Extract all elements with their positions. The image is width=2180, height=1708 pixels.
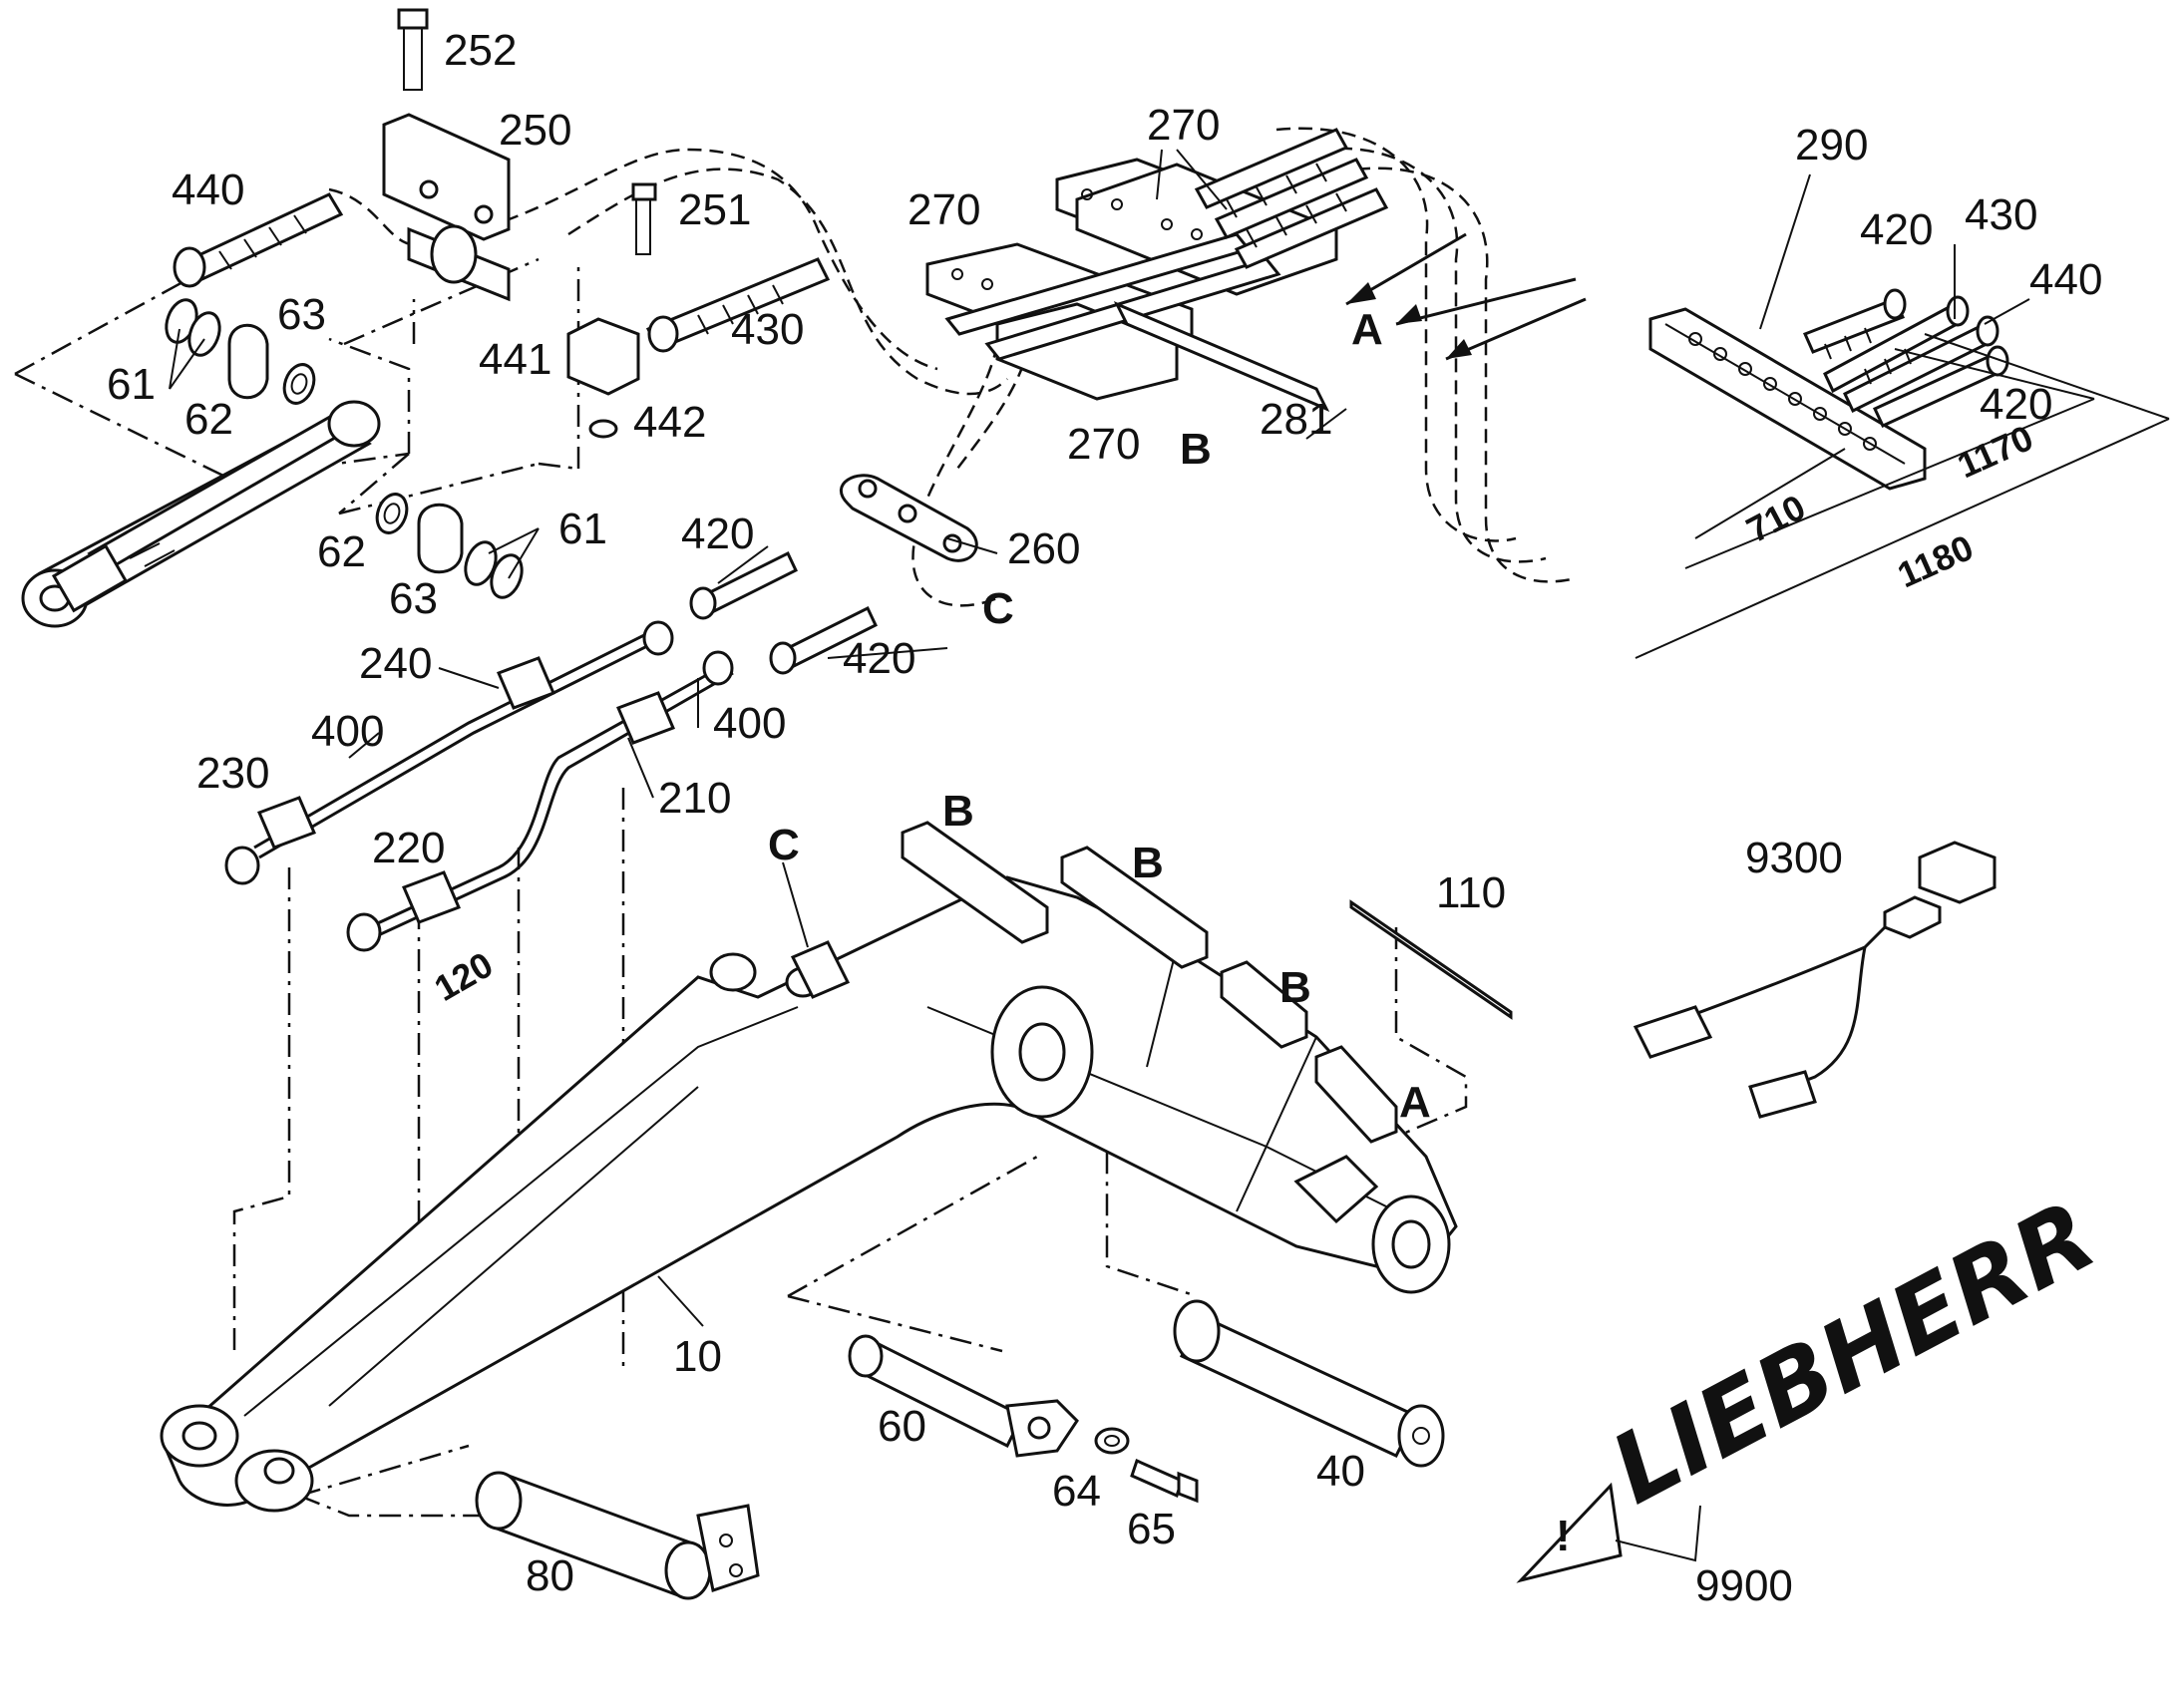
seal-set-lower — [375, 493, 524, 599]
label-270-top: 270 — [1147, 101, 1220, 150]
label-430: 430 — [731, 305, 804, 354]
hoses-420-430-440 — [1802, 288, 2009, 428]
label-240: 240 — [359, 639, 432, 688]
label-230: 230 — [196, 749, 269, 798]
washer-64 — [1094, 1427, 1130, 1455]
part-labels: 252 250 251 440 441 442 430 63 61 62 62 … — [107, 26, 2102, 1610]
svg-text:LIEBHERR: LIEBHERR — [1594, 1180, 2112, 1526]
label-B-boom-3: B — [1279, 963, 1311, 1012]
plate-110 — [1349, 899, 1513, 1020]
label-62: 62 — [184, 395, 233, 444]
label-270-bottom: 270 — [1067, 420, 1140, 469]
label-9900: 9900 — [1695, 1561, 1793, 1610]
label-250: 250 — [499, 106, 571, 155]
hose-block-B — [925, 128, 1389, 412]
label-62-lower: 62 — [317, 527, 366, 576]
label-420-c: 420 — [681, 510, 754, 558]
label-B-top: B — [1180, 425, 1212, 474]
label-441: 441 — [479, 335, 551, 384]
cable-9300 — [1633, 841, 1997, 1119]
label-251: 251 — [678, 185, 751, 234]
label-260: 260 — [1007, 524, 1080, 573]
hydraulic-cylinder — [21, 400, 381, 628]
warning-sign-icon: ! — [1516, 1482, 1701, 1583]
label-110: 110 — [1436, 868, 1506, 917]
label-A-boom: A — [1399, 1078, 1431, 1127]
hose-440 — [173, 192, 344, 288]
bolt-65 — [1130, 1458, 1199, 1504]
label-61-lower: 61 — [558, 505, 607, 553]
pin-40 — [1173, 1299, 1445, 1468]
label-442: 442 — [633, 398, 706, 447]
liebherr-logo: LIEBHERR — [1594, 1180, 2112, 1526]
boom-10 — [160, 875, 1458, 1513]
label-60: 60 — [878, 1402, 926, 1451]
leader-lines — [169, 149, 2030, 1327]
label-420-b: 420 — [1980, 380, 2052, 429]
label-C-boom: C — [768, 821, 800, 869]
label-420-a: 420 — [1860, 205, 1933, 254]
label-63: 63 — [277, 290, 326, 339]
label-210: 210 — [658, 774, 731, 823]
pipes-400 — [224, 620, 734, 952]
label-40: 40 — [1316, 1447, 1365, 1496]
hose-block-290 — [1648, 307, 1927, 491]
label-63-lower: 63 — [389, 574, 438, 623]
pin-80 — [475, 1471, 760, 1600]
clamp-260 — [840, 474, 978, 562]
label-A-top: A — [1351, 305, 1383, 354]
pipe-clamps — [257, 656, 675, 924]
label-400-left: 400 — [311, 707, 384, 756]
label-B-boom-1: B — [942, 787, 974, 836]
label-440: 440 — [172, 166, 244, 214]
clamp-block-250 — [382, 8, 511, 302]
detail-A-arrows — [1345, 232, 1587, 361]
label-290: 290 — [1795, 121, 1868, 170]
label-80: 80 — [526, 1551, 574, 1600]
label-10: 10 — [673, 1332, 722, 1381]
label-61: 61 — [107, 360, 156, 409]
svg-text:!: ! — [1556, 1512, 1571, 1560]
label-220: 220 — [372, 824, 445, 872]
label-64: 64 — [1052, 1467, 1101, 1516]
label-C-top: C — [982, 584, 1014, 633]
label-9300: 9300 — [1745, 834, 1843, 882]
label-270-left: 270 — [908, 185, 980, 234]
dimension-labels: 710 1170 1180 120 — [428, 417, 2039, 1009]
label-B-boom-2: B — [1132, 839, 1164, 887]
label-420-d: 420 — [843, 634, 915, 683]
dimension-lines — [1635, 333, 2170, 659]
pin-60 — [848, 1334, 1079, 1458]
block-441 — [566, 182, 831, 439]
label-440-right: 440 — [2029, 255, 2102, 304]
dim-120: 120 — [428, 943, 501, 1009]
label-400-right: 400 — [713, 699, 786, 748]
seal-set-upper — [165, 298, 316, 405]
hoses-420-mid — [689, 550, 878, 675]
label-65: 65 — [1127, 1505, 1176, 1553]
label-430-right: 430 — [1965, 190, 2037, 239]
boom-hose-blocks — [790, 821, 1398, 1144]
label-252: 252 — [444, 26, 517, 75]
label-281: 281 — [1260, 395, 1332, 444]
